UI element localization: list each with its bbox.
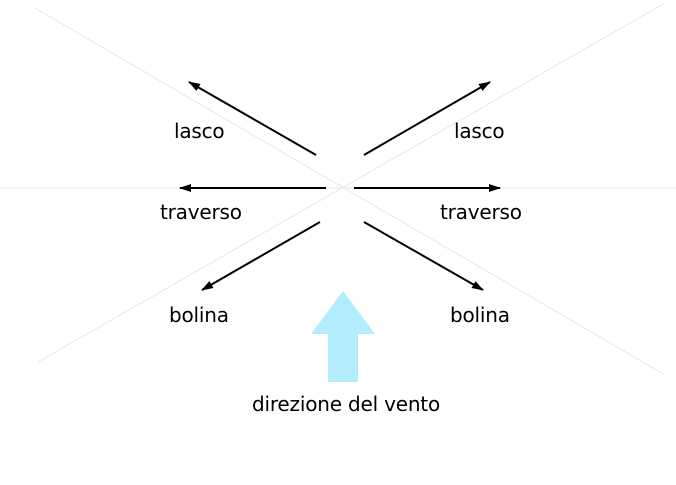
label-bolina-right: bolina — [450, 303, 510, 327]
label-wind-direction: direzione del vento — [252, 392, 440, 416]
guide-line-diagonal-2 — [37, 2, 666, 363]
label-lasco-right: lasco — [454, 119, 505, 143]
label-lasco-left: lasco — [174, 119, 225, 143]
arrow-lasco-right — [363, 81, 491, 156]
arrow-bolina-right — [363, 221, 484, 291]
guide-line-diagonal-1 — [34, 7, 666, 376]
sail-arrows — [179, 81, 501, 291]
arrow-lasco-left — [188, 81, 317, 156]
wind-direction-arrow — [311, 291, 375, 382]
label-bolina-left: bolina — [169, 303, 229, 327]
arrow-bolina-left — [201, 221, 321, 291]
guide-lines — [0, 2, 676, 376]
label-traverso-right: traverso — [440, 200, 522, 224]
label-traverso-left: traverso — [160, 200, 242, 224]
